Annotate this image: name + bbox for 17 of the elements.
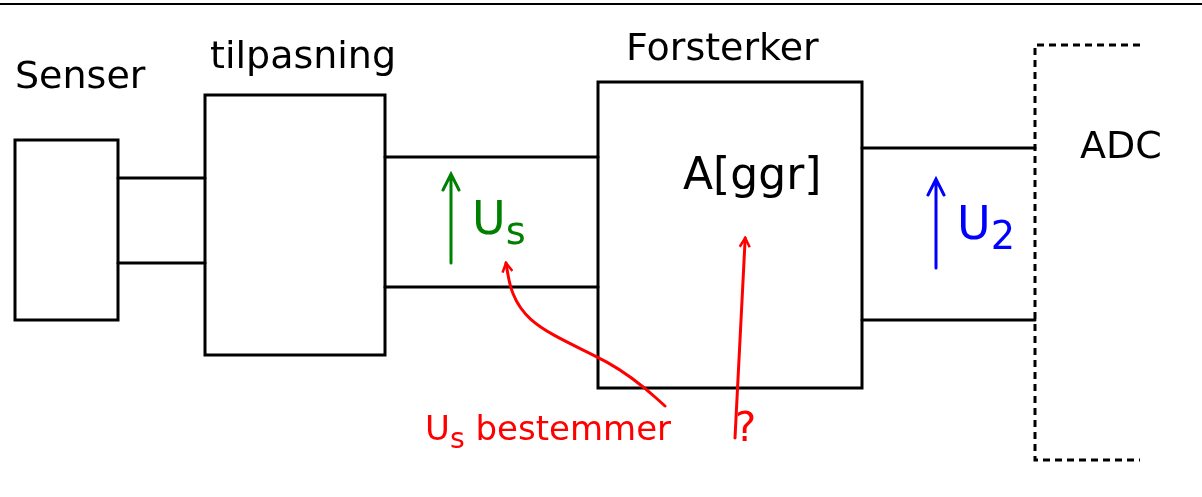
block-title: ADC — [1080, 125, 1162, 167]
arrow — [501, 261, 667, 408]
voltage-label: U$_{s}$ — [472, 193, 526, 253]
block-title: Forsterker — [626, 27, 819, 69]
voltage-label: U$_{2}$ — [957, 198, 1016, 258]
wire — [860, 318, 1037, 322]
wire — [116, 261, 207, 265]
arrow — [733, 236, 751, 440]
wire — [860, 146, 1037, 150]
block-title: tilpasning — [210, 35, 397, 77]
annotation-text: A[ggr] — [683, 150, 822, 199]
wire — [116, 176, 207, 180]
wire — [383, 285, 600, 289]
block-title: Senser — [15, 55, 146, 97]
wire — [383, 155, 600, 159]
annotation-text: ? — [735, 405, 757, 449]
annotation-text: U$_{s}$ bestemmer — [425, 410, 672, 454]
